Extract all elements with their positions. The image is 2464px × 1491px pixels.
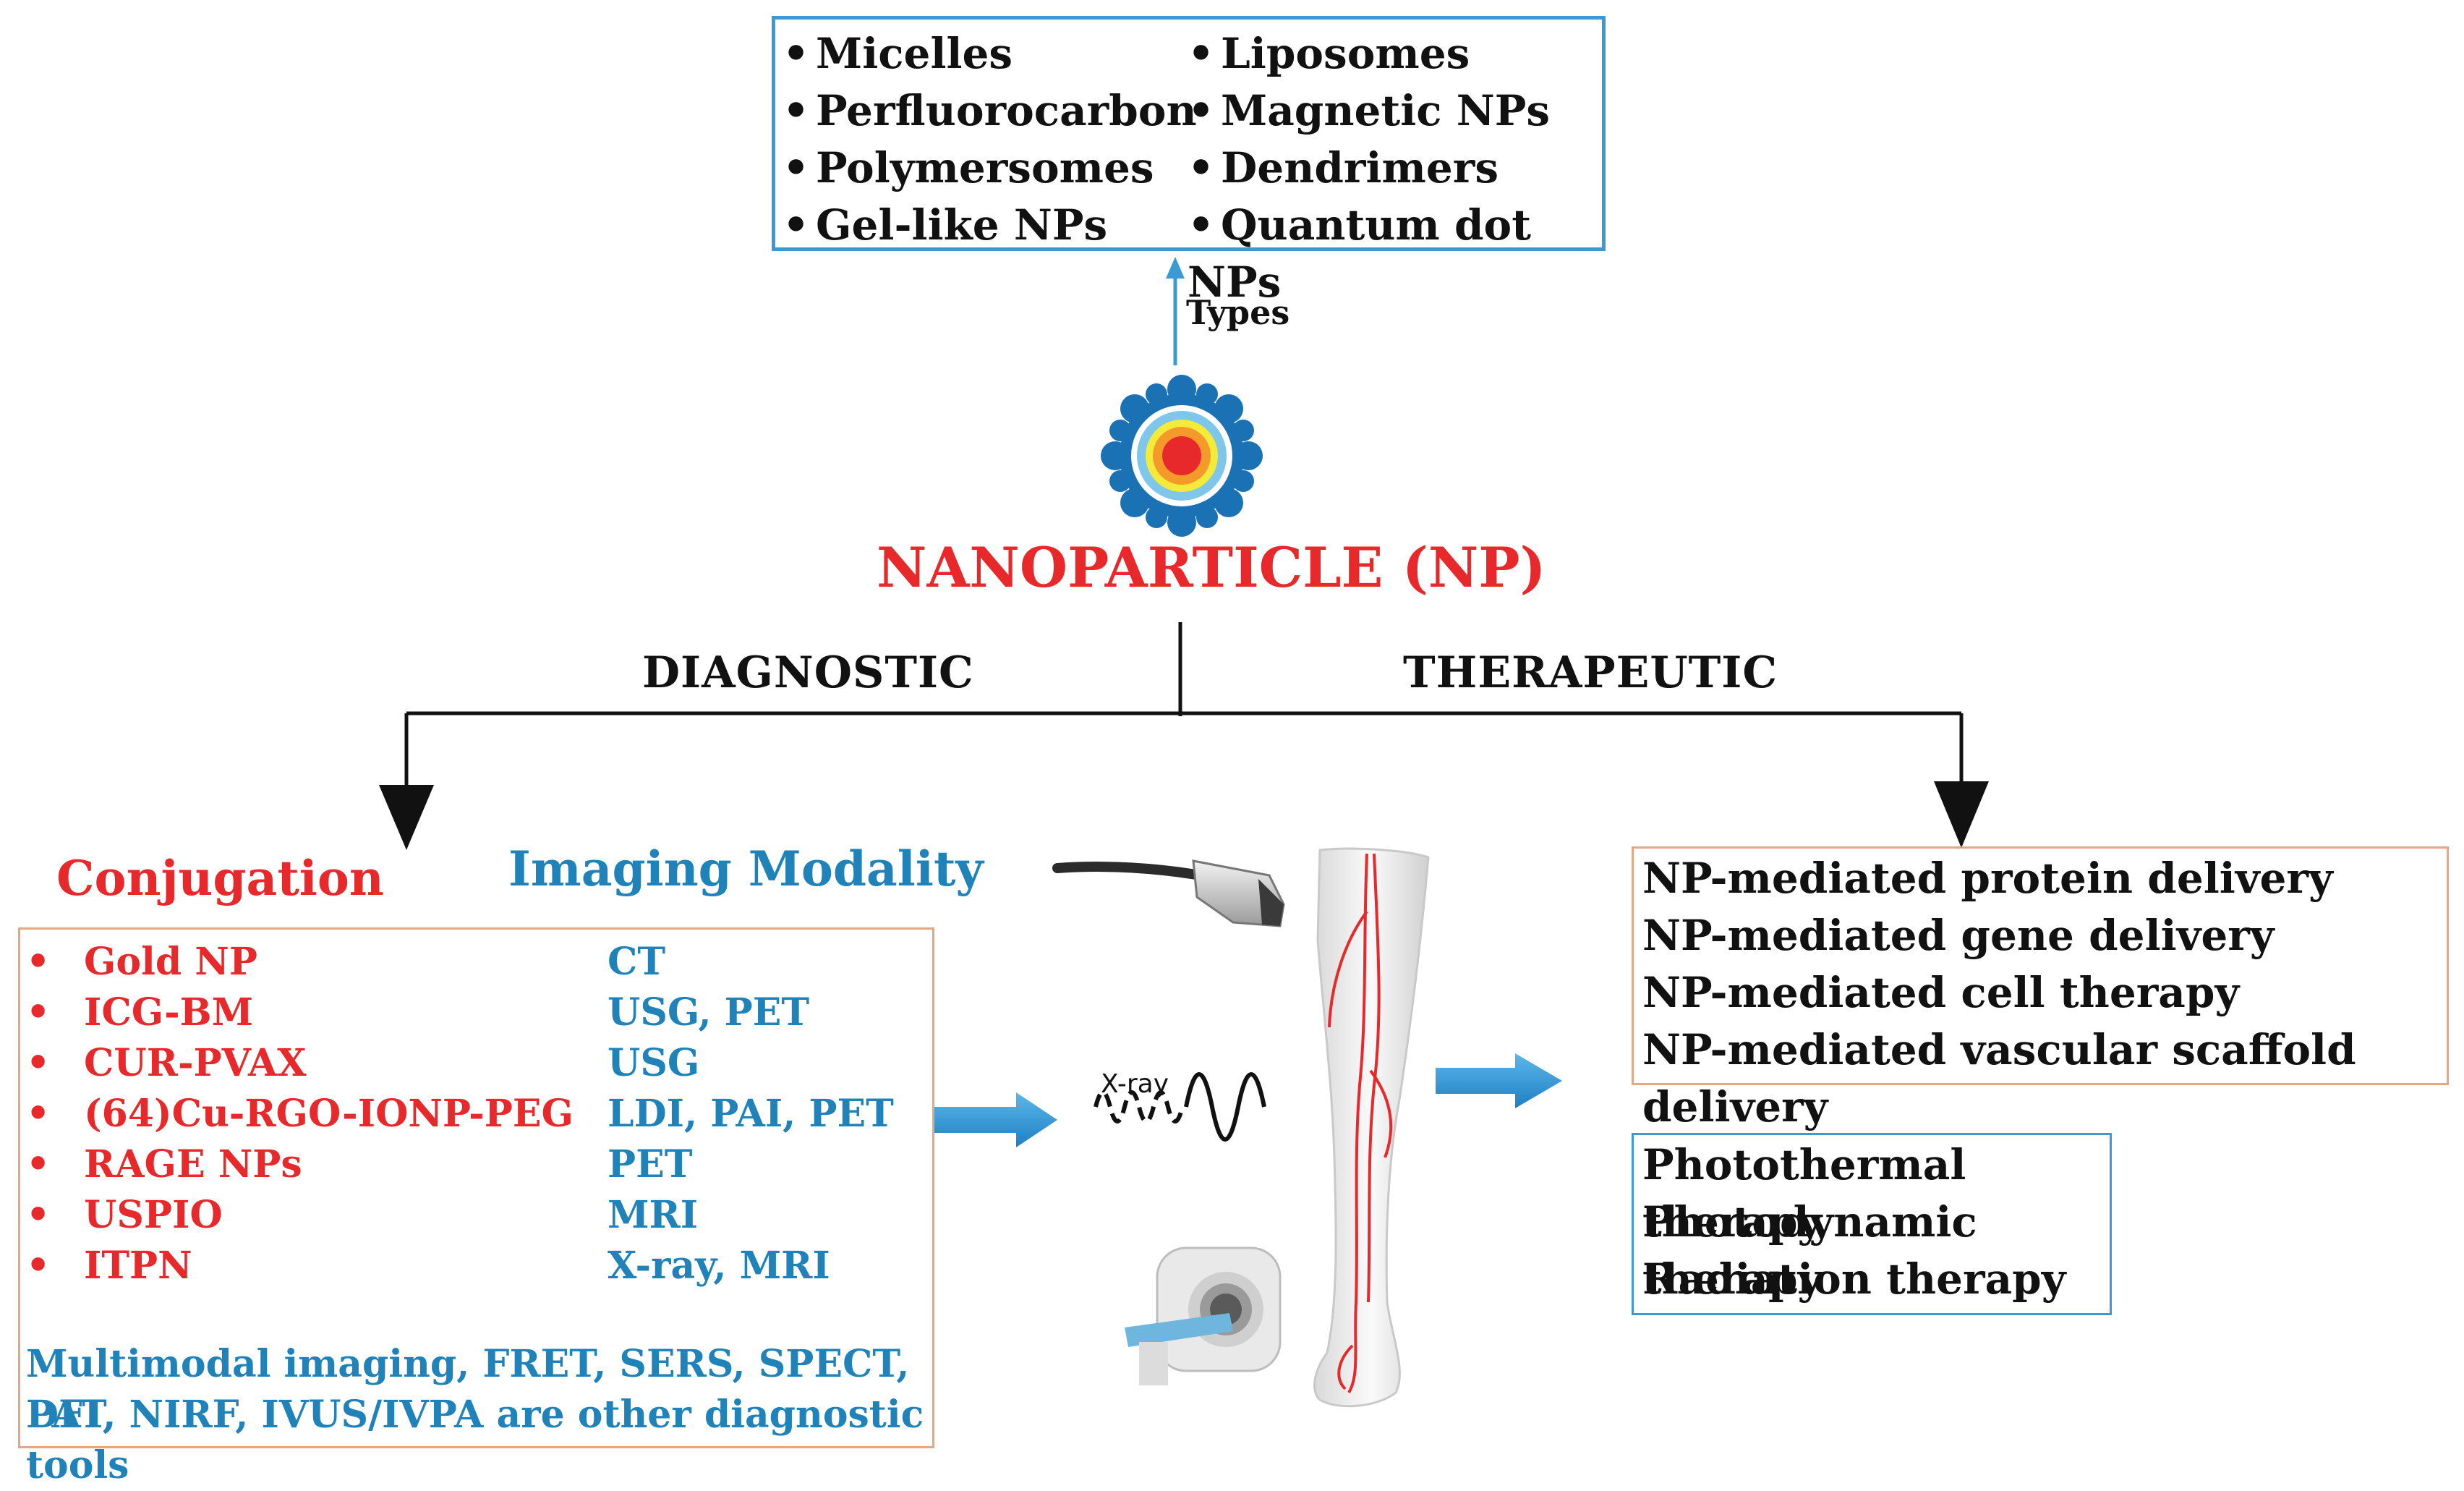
therapy-item: Photodynamic therapy [1642,1197,1977,1304]
delivery-item: NP-mediated vascular scaffold delivery [1642,1025,2356,1131]
therapy-item: Radiation therapy [1642,1254,2066,1304]
delivery-list: NP-mediated protein delivery NP-mediated… [1642,850,2447,1131]
nanoparticle-icon [1101,375,1263,537]
therapy-list: Photothermal therapy Photodynamic therap… [1642,1137,2110,1308]
types-label: Types [1186,293,1290,332]
xray-label: X-ray [1101,1069,1169,1099]
branch-connector [404,622,1964,803]
therapeutic-arrowhead [1934,781,1989,848]
leg-vasculature-icon [1313,847,1430,1408]
conjugate-label: (64)Cu-RGO-IONP-PEG [84,1092,574,1136]
type-label: Perfluorocarbon [816,86,1197,135]
diagnostic-row: • Gold NP CT [20,937,924,987]
type-item: •Perfluorocarbon [783,82,1197,140]
modality-label: PET [608,1142,693,1186]
diagnostic-to-imaging-arrow [934,1092,1057,1147]
diagnostic-box: • Gold NP CT • ICG-BM USG, PET • CUR-PVA… [18,927,934,1487]
modality-label: USG, PET [608,990,810,1035]
delivery-item: NP-mediated protein delivery [1642,854,2333,903]
bullet: • [26,940,51,984]
xray-wave-icon [1094,1072,1266,1142]
bullet: • [783,200,810,250]
diagnostic-row: • CUR-PVAX USG [20,1038,924,1089]
therapy-modes-box: Photothermal therapy Photodynamic therap… [1632,1133,2112,1315]
type-label: Micelles [816,29,1013,78]
bullet: • [1188,143,1215,192]
bullet: • [26,1041,51,1085]
bullet: • [783,143,810,192]
diagram-graphics [379,257,1989,1408]
type-label: Quantum dot NPs [1188,200,1531,307]
modality-label: USG [608,1041,700,1085]
type-label: Polymersomes [816,143,1154,192]
type-item: •Polymersomes [783,140,1197,197]
delivery-item: NP-mediated gene delivery [1642,911,2275,960]
type-item: •Gel-like NPs [783,197,1197,254]
bullet: • [26,1092,51,1136]
mri-scanner-icon [1125,1246,1282,1385]
conjugate-label: RAGE NPs [84,1142,302,1186]
diagnostic-arrowhead [379,785,434,850]
ultrasound-probe-icon [1052,859,1285,927]
conjugation-heading: Conjugation [56,850,384,906]
bullet: • [26,1193,51,1237]
delivery-item: NP-mediated cell therapy [1642,968,2240,1017]
type-label: Liposomes [1221,29,1470,78]
conjugate-label: ICG-BM [84,990,254,1035]
type-label: Dendrimers [1221,143,1499,192]
conjugate-label: ITPN [84,1244,192,1288]
conjugate-label: Gold NP [84,940,257,984]
diagnostic-note-line: Multimodal imaging, FRET, SERS, SPECT, P… [26,1342,910,1437]
bullet: • [1188,29,1215,78]
imaging-to-therapy-arrow [1436,1053,1562,1108]
nanoparticle-types-box: •Micelles •Perfluorocarbon •Polymersomes… [772,16,1606,307]
diagnostic-row: • RAGE NPs PET [20,1139,924,1190]
bullet: • [1188,200,1215,250]
therapeutic-delivery-box: NP-mediated protein delivery NP-mediated… [1632,846,2449,1131]
type-item: •Quantum dot NPs [1188,197,1602,307]
diagnostic-row: • (64)Cu-RGO-IONP-PEG LDI, PAI, PET [20,1089,924,1139]
therapeutic-branch-label: THERAPEUTIC [1403,647,1778,698]
types-right-column: •Liposomes •Magnetic NPs •Dendrimers •Qu… [1188,25,1602,307]
type-label: Gel-like NPs [816,200,1108,250]
diagnostic-note-line: DFI, NIRF, IVUS/IVPA are other diagnosti… [26,1393,924,1487]
modality-label: LDI, PAI, PET [608,1092,894,1136]
bullet: • [26,1142,51,1186]
bullet: • [1188,86,1215,135]
imaging-modality-heading: Imaging Modality [508,841,984,897]
conjugate-label: CUR-PVAX [84,1041,307,1085]
bullet: • [26,990,51,1035]
modality-label: X-ray, MRI [608,1244,830,1288]
conjugate-label: USPIO [84,1193,223,1237]
type-item: •Magnetic NPs [1188,82,1602,140]
diagnostic-branch-label: DIAGNOSTIC [642,647,974,698]
modality-label: MRI [608,1193,699,1237]
bullet: • [783,29,810,78]
diagnostic-row: • USPIO MRI [20,1190,924,1241]
nanoparticle-title: NANOPARTICLE (NP) [877,535,1546,600]
type-item: •Micelles [783,25,1197,82]
bullet: • [26,1244,51,1288]
types-left-column: •Micelles •Perfluorocarbon •Polymersomes… [783,25,1197,254]
type-label: Magnetic NPs [1221,86,1551,135]
type-item: •Dendrimers [1188,140,1602,197]
type-item: •Liposomes [1188,25,1602,82]
bullet: • [783,86,810,135]
types-arrow [1166,257,1185,365]
therapy-item: Photothermal therapy [1642,1140,1966,1246]
diagnostic-row: • ICG-BM USG, PET [20,987,924,1038]
diagnostic-row: • ITPN X-ray, MRI [20,1241,924,1291]
modality-label: CT [608,940,666,984]
